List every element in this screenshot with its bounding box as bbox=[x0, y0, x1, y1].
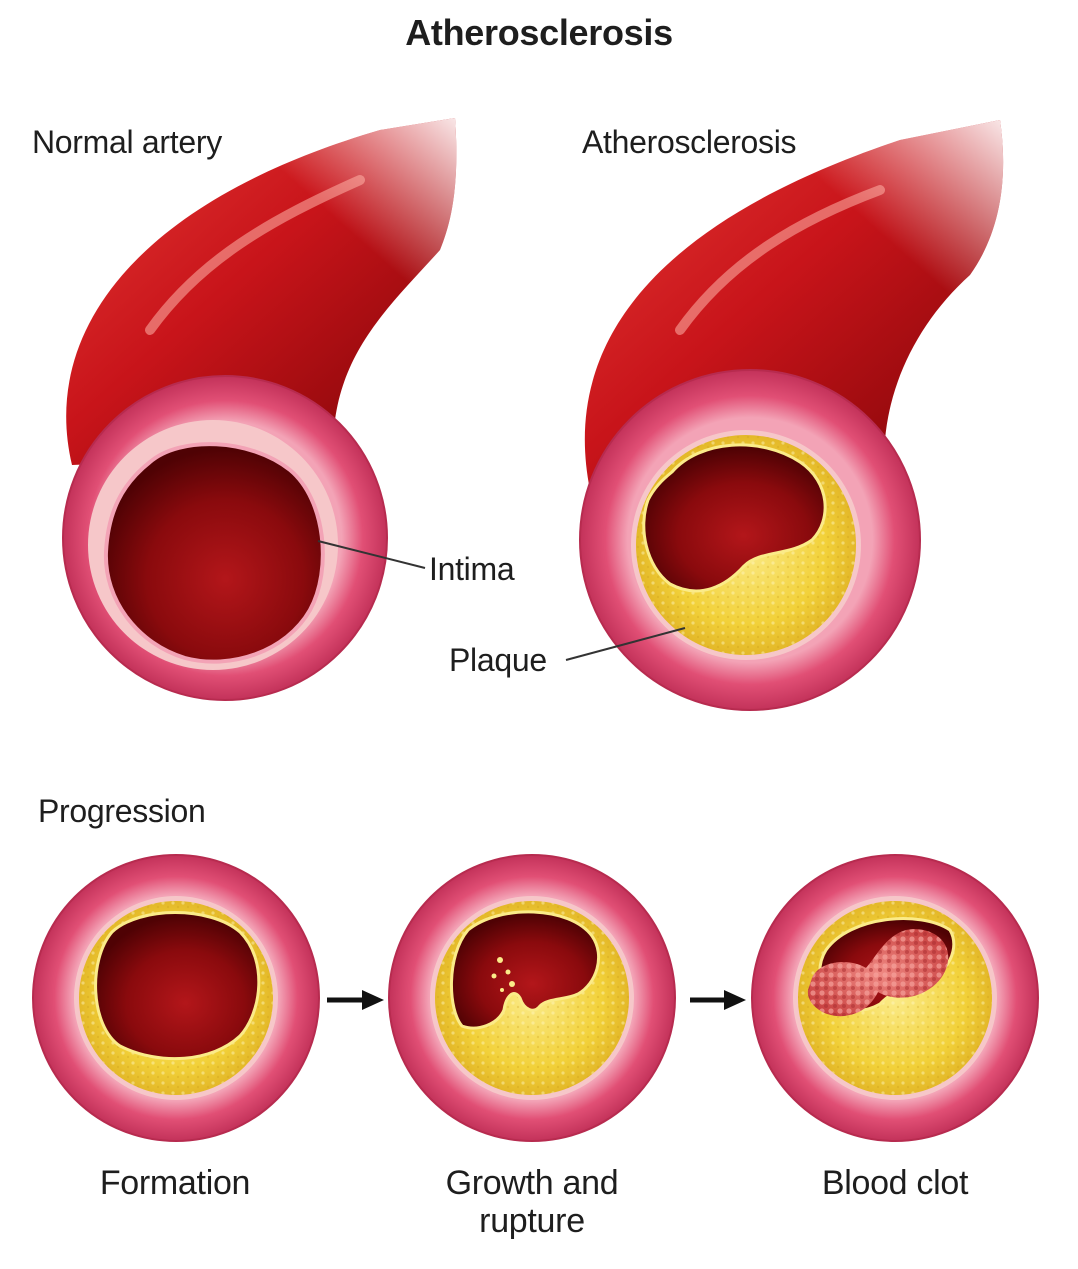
stage-formation-caption: Formation bbox=[70, 1164, 280, 1202]
stage-growth-rupture-caption: Growth and rupture bbox=[412, 1164, 652, 1240]
arrow-right-icon bbox=[327, 990, 384, 1010]
stage-blood-clot-caption: Blood clot bbox=[780, 1164, 1010, 1202]
normal-artery-label: Normal artery bbox=[32, 124, 222, 160]
diseased-artery-lumen bbox=[642, 443, 827, 593]
atherosclerosis-artery-label: Atherosclerosis bbox=[582, 124, 797, 160]
arrow-right-icon bbox=[690, 990, 746, 1010]
intima-label: Intima bbox=[429, 551, 515, 587]
stage-caption-line: Growth and bbox=[445, 1164, 619, 1202]
normal-artery-lumen bbox=[103, 442, 325, 664]
normal-artery-illustration bbox=[62, 118, 457, 701]
diseased-artery-illustration bbox=[579, 120, 1004, 711]
stage-growth-rupture-illustration bbox=[388, 854, 676, 1142]
stage-caption-line: rupture bbox=[479, 1202, 585, 1240]
stage-caption-line: Formation bbox=[99, 1164, 251, 1202]
progression-heading: Progression bbox=[38, 793, 206, 829]
plaque-label: Plaque bbox=[449, 642, 547, 678]
stage-caption-line: Blood clot bbox=[821, 1164, 969, 1202]
plaque-leader-line bbox=[565, 627, 686, 661]
stage-formation-illustration bbox=[32, 854, 320, 1142]
diagram-title: Atherosclerosis bbox=[405, 12, 673, 53]
intima-leader-line bbox=[317, 540, 426, 569]
stage-blood-clot-illustration bbox=[751, 854, 1039, 1142]
